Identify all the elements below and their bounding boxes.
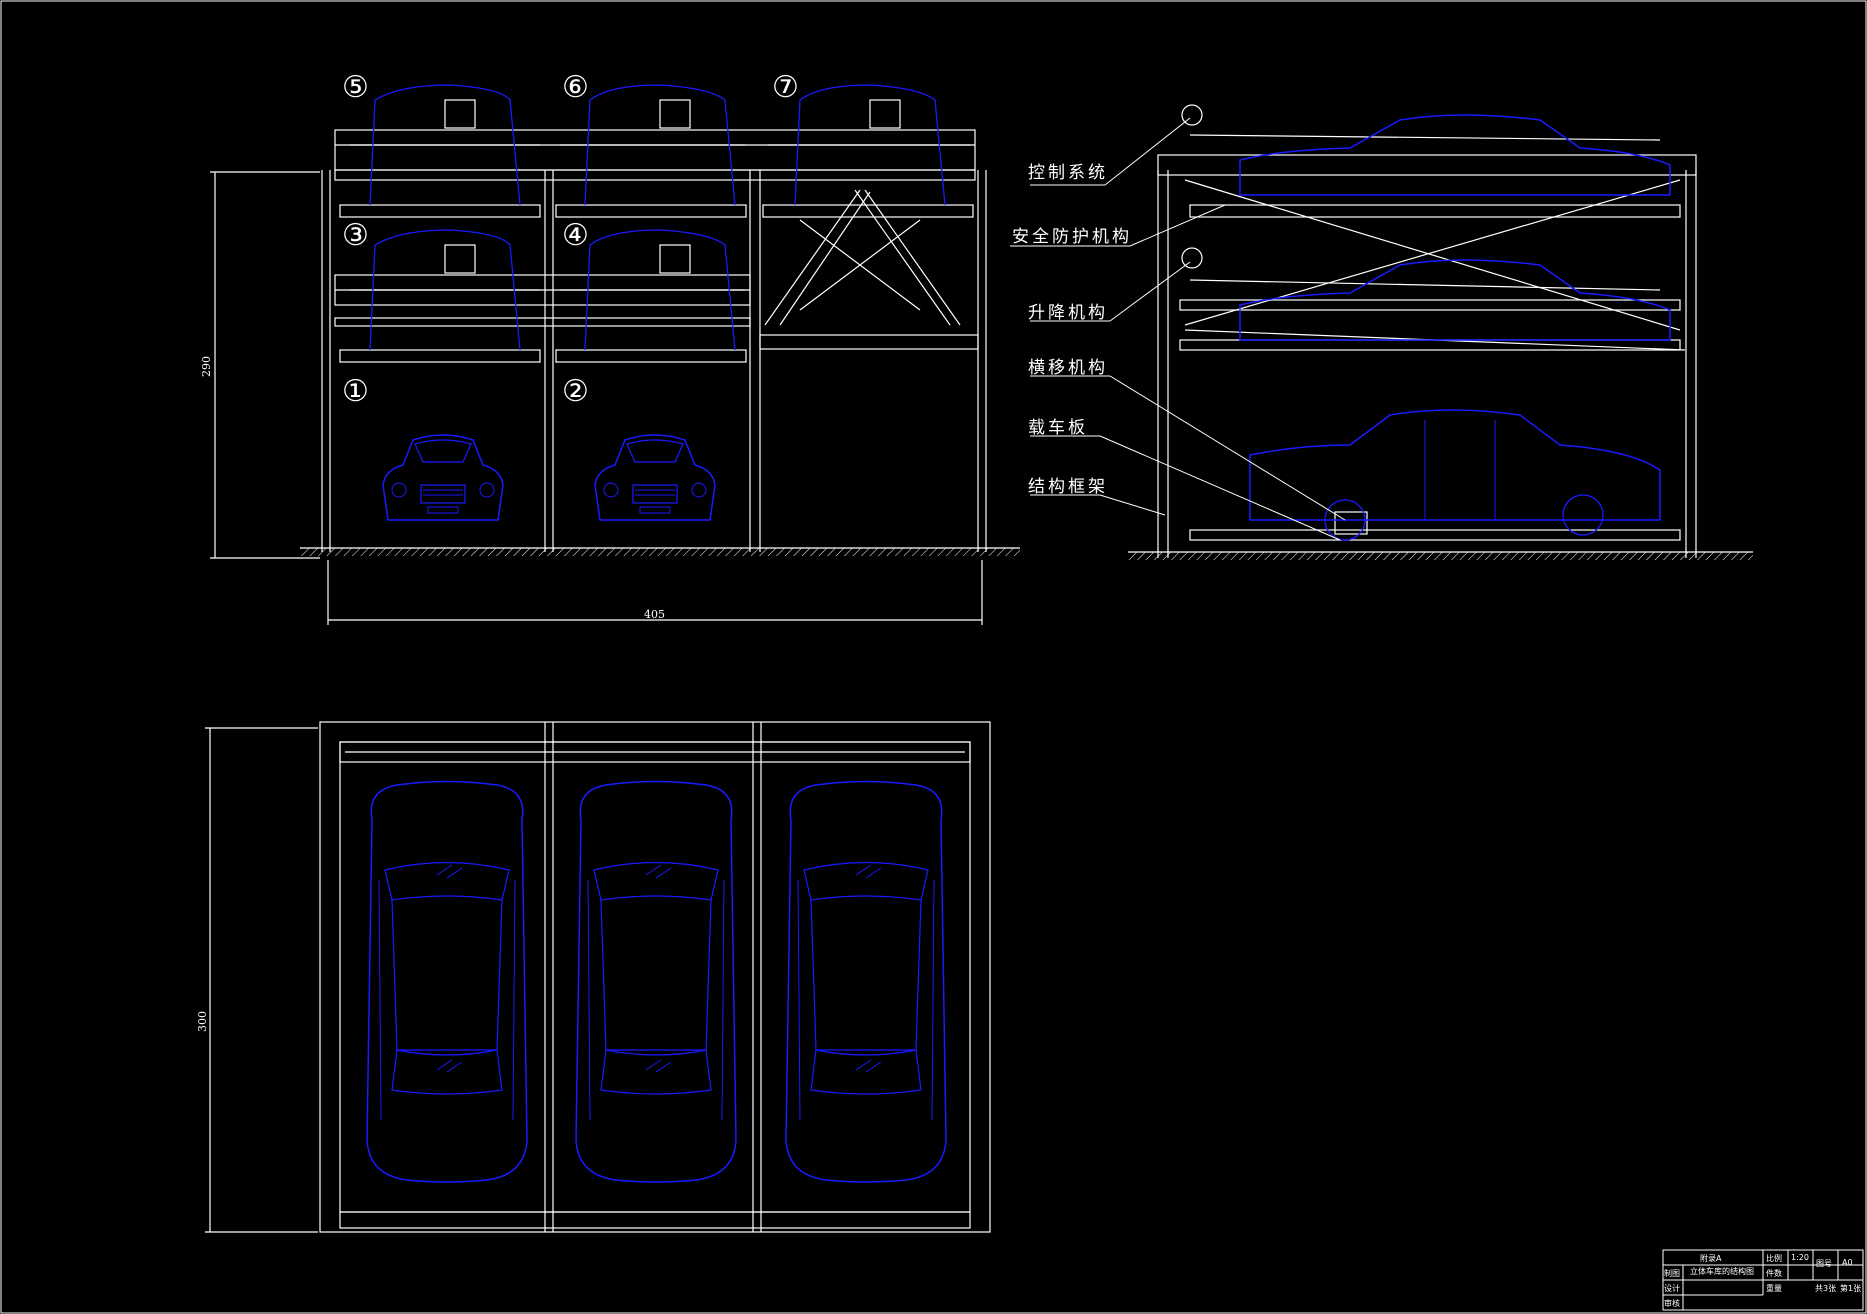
title-drawing-no: 附录A bbox=[1700, 1254, 1722, 1263]
title-sheet-no-value: A0 bbox=[1842, 1258, 1853, 1267]
space-number-7: ⑦ bbox=[772, 70, 799, 105]
space-number-1: ① bbox=[342, 374, 369, 409]
top-view bbox=[205, 721, 991, 1233]
space-number-4: ④ bbox=[562, 218, 589, 253]
title-scale-value: 1:20 bbox=[1791, 1253, 1809, 1262]
title-review-label: 审核 bbox=[1664, 1299, 1680, 1308]
space-number-3: ③ bbox=[342, 218, 369, 253]
title-drawn-label: 制图 bbox=[1664, 1269, 1680, 1278]
top-height-dimension: 300 bbox=[196, 1011, 209, 1032]
callout-safety-mechanism: 安全防护机构 bbox=[1012, 227, 1132, 247]
side-view bbox=[1128, 104, 1753, 560]
space-number-2: ② bbox=[562, 374, 589, 409]
title-design-label: 设计 bbox=[1664, 1284, 1680, 1293]
callout-control-system: 控制系统 bbox=[1028, 163, 1108, 183]
side-view-vehicles bbox=[1239, 114, 1671, 541]
callout-leaders bbox=[1010, 117, 1346, 541]
title-drawing-name: 立体车库的结构图 bbox=[1690, 1267, 1754, 1276]
callout-lifting-mechanism: 升降机构 bbox=[1028, 303, 1108, 323]
space-number-6: ⑥ bbox=[562, 70, 589, 105]
callout-traverse-mechanism: 横移机构 bbox=[1028, 358, 1108, 378]
callout-pallet: 载车板 bbox=[1028, 418, 1088, 438]
title-qty-label: 件数 bbox=[1766, 1269, 1782, 1278]
front-height-dimension: 290 bbox=[200, 356, 213, 377]
front-view bbox=[210, 99, 1020, 625]
title-scale-label: 比例 bbox=[1766, 1254, 1782, 1263]
title-weight-label: 重量 bbox=[1766, 1284, 1782, 1293]
space-number-5: ⑤ bbox=[342, 70, 369, 105]
title-block-frame bbox=[1662, 1249, 1864, 1311]
front-width-dimension: 405 bbox=[644, 608, 665, 621]
title-sheet-no-label: 图号 bbox=[1816, 1259, 1832, 1268]
callout-frame: 结构框架 bbox=[1028, 477, 1108, 497]
front-view-vehicles bbox=[369, 84, 946, 521]
top-view-vehicles bbox=[366, 780, 947, 1183]
title-sheets-total: 共3张 bbox=[1815, 1284, 1837, 1293]
title-sheet-index: 第1张 bbox=[1840, 1284, 1862, 1293]
